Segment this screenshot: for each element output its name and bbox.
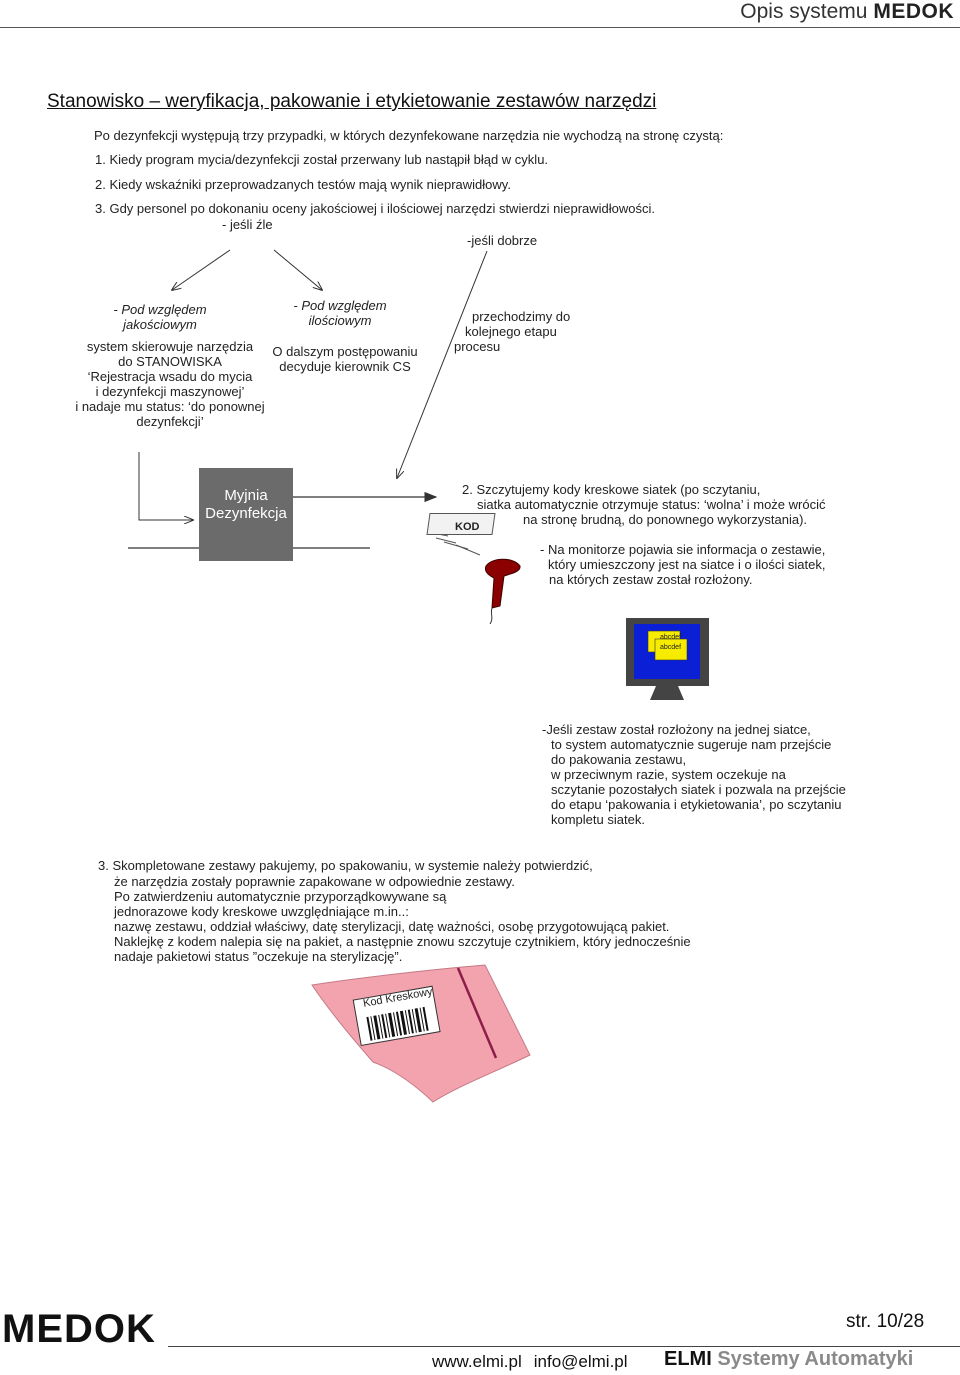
case-item-3: 3. Gdy personel po dokonaniu oceny jakoś… xyxy=(95,201,656,216)
quality-body-line-5: i nadaje mu status: ‘do ponownej xyxy=(75,399,265,414)
arrow-to-quantity xyxy=(273,249,322,290)
single-net-note-line-4: w przeciwnym razie, system oczekuje na xyxy=(551,767,786,782)
quality-head-line-2: jakościowym xyxy=(123,317,197,332)
header-title-brand: MEDOK xyxy=(873,0,954,23)
barcode-scanner-icon xyxy=(485,558,521,625)
arrow-to-quality xyxy=(172,249,231,290)
single-net-note-line-3: do pakowania zestawu, xyxy=(551,752,687,767)
barcode-scan-rays xyxy=(432,532,481,556)
step3-line-3: Po zatwierdzeniu automatycznie przyporzą… xyxy=(114,889,447,904)
footer-links: www.elmi.pl info@elmi.pl xyxy=(432,1352,640,1372)
next-stage-line-1: przechodzimy do xyxy=(472,309,571,324)
arrow-into-machine xyxy=(138,452,193,520)
quality-body-line-4: i dezynfekcji maszynowej’ xyxy=(95,384,245,399)
quantity-body-line-1: O dalszym postępowaniu xyxy=(272,344,418,359)
next-stage-line-2: kolejnego etapu xyxy=(465,324,557,339)
step2-line-2: siatka automatycznie otrzymuje status: ‘… xyxy=(477,497,826,512)
website-link[interactable]: www.elmi.pl xyxy=(432,1352,522,1371)
monitor-card-text-2: abcdef xyxy=(660,644,682,651)
step2-line-3: na stronę brudną, do ponownego wykorzyst… xyxy=(523,512,808,527)
quality-branch-heading: - Pod względem jakościowym xyxy=(60,302,260,332)
branch-good-label: -jeśli dobrze xyxy=(467,233,538,248)
step3-line-5: nazwę zestawu, oddział właściwy, datę st… xyxy=(114,919,670,934)
branch-bad-label: - jeśli źle xyxy=(222,217,273,232)
monitor-card-text-1: abcdef xyxy=(660,634,682,641)
single-net-note-line-1: -Jeśli zestaw został rozłożony na jednej… xyxy=(542,722,811,737)
footer-company: ELMI Systemy Automatyki xyxy=(664,1348,913,1371)
monitor-note-line-1: - Na monitorze pojawia sie informacja o … xyxy=(540,542,826,557)
case-item-1: 1. Kiedy program mycia/dezynfekcji zosta… xyxy=(95,152,549,167)
step2-line-1: 2. Szczytujemy kody kreskowe siatek (po … xyxy=(462,482,761,497)
footer-logo: MEDOK xyxy=(2,1307,156,1351)
monitor-note-line-3: na których zestaw został rozłożony. xyxy=(549,572,753,587)
next-stage-line-3: procesu xyxy=(454,339,501,354)
step3-line-1: 3. Skompletowane zestawy pakujemy, po sp… xyxy=(98,858,593,873)
company-name-bold: ELMI xyxy=(664,1348,712,1370)
quality-body-line-2: do STANOWISKA xyxy=(118,354,222,369)
step3-line-2: że narzędzia zostały poprawnie zapakowan… xyxy=(114,874,515,889)
quantity-branch-heading: - Pod względem ilościowym xyxy=(250,298,430,328)
quantity-head-line-1: - Pod względem xyxy=(293,298,387,313)
email-link[interactable]: info@elmi.pl xyxy=(533,1352,628,1371)
intro-text: Po dezynfekcji występują trzy przypadki,… xyxy=(94,128,724,143)
quantity-body-line-2: decyduje kierownik CS xyxy=(279,359,411,374)
quality-branch-text: system skierowuje narzędzia do STANOWISK… xyxy=(55,339,285,429)
monitor-cards xyxy=(647,630,688,661)
machine-label-line-1: Myjnia xyxy=(224,487,268,504)
footer-rule xyxy=(168,1346,960,1347)
company-name-rest: Systemy Automatyki xyxy=(717,1348,914,1370)
barcode-label xyxy=(352,985,441,1047)
single-net-note-line-5: sczytanie pozostałych siatek i pozwala n… xyxy=(551,782,846,797)
single-net-note-line-6: do etapu ‘pakowania i etykietowania’, po… xyxy=(551,797,842,812)
washer-disinfector-machine: Myjnia Dezynfekcja xyxy=(199,468,293,561)
quantity-branch-text: O dalszym postępowaniu decyduje kierowni… xyxy=(255,344,435,374)
arrow-to-scanning xyxy=(397,250,488,478)
section-title: Stanowisko – weryfikacja, pakowanie i et… xyxy=(47,91,657,112)
quality-body-line-6: dezynfekcji’ xyxy=(136,414,204,429)
machine-label-line-2: Dezynfekcja xyxy=(205,505,287,522)
step3-line-4: jednorazowe kody kreskowe uwzględniające… xyxy=(114,904,409,919)
barcode-bars xyxy=(366,1006,429,1041)
step3-line-6: Naklejkę z kodem nalepia się na pakiet, … xyxy=(114,934,691,949)
quality-body-line-3: ‘Rejestracja wsadu do mycia xyxy=(87,369,253,384)
quantity-head-line-2: ilościowym xyxy=(308,313,372,328)
step3-line-7: nadaje pakietowi status ”oczekuje na ste… xyxy=(114,949,403,964)
document-header-title: Opis systemu MEDOK xyxy=(740,0,954,24)
page-number: str. 10/28 xyxy=(846,1311,925,1332)
header-rule xyxy=(0,27,960,28)
monitor-note-line-2: który umieszczony jest na siatce i o ilo… xyxy=(548,557,826,572)
scan-code-label: KOD xyxy=(455,521,480,533)
quality-body-line-1: system skierowuje narzędzia xyxy=(86,339,254,354)
header-title-prefix: Opis systemu xyxy=(740,0,868,23)
single-net-note-line-7: kompletu siatek. xyxy=(551,812,645,827)
single-net-note-line-2: to system automatycznie sugeruje nam prz… xyxy=(551,737,832,752)
case-item-2: 2. Kiedy wskaźniki przeprowadzanych test… xyxy=(95,177,511,192)
quality-head-line-1: - Pod względem xyxy=(113,302,207,317)
